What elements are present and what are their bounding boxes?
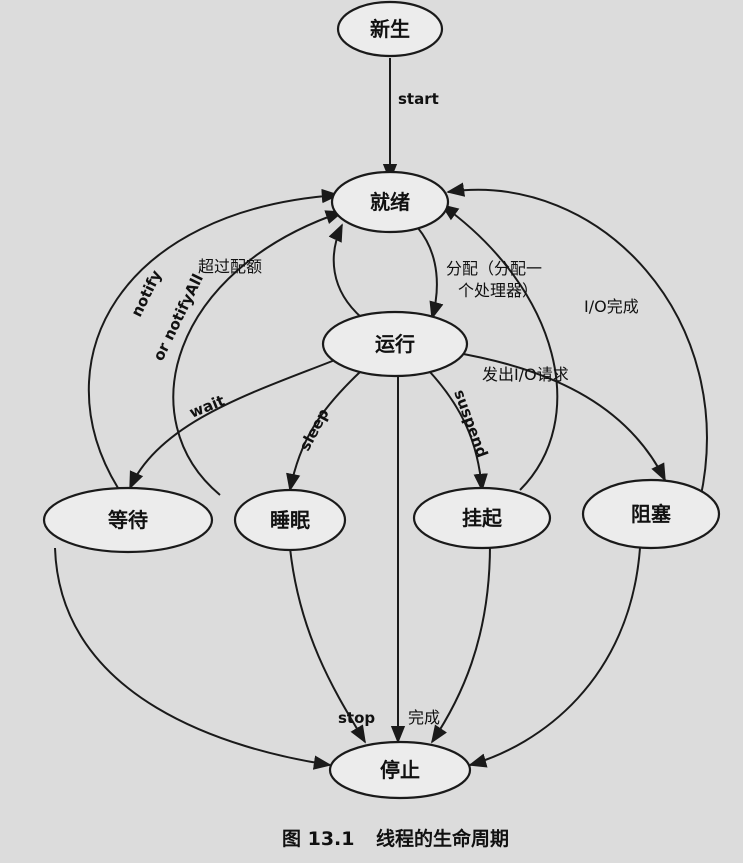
node-suspended-label: 挂起 — [462, 506, 503, 530]
node-running: 运行 — [321, 310, 469, 378]
edge-blocked-to-ready — [446, 182, 708, 501]
figure-number: 图 13.1 — [282, 828, 355, 850]
edge-waiting-to-stopped — [54, 547, 332, 770]
node-ready-label: 就绪 — [370, 190, 410, 214]
edge-running-to-sleeping — [286, 371, 361, 492]
label-exceed-quota: 超过配额 — [198, 257, 262, 276]
edge-sleeping-to-stopped — [289, 547, 366, 744]
node-suspended: 挂起 — [412, 486, 552, 550]
edge-suspended-to-ready — [440, 203, 559, 491]
node-ready: 就绪 — [330, 170, 450, 234]
edge-running-to-ready — [328, 223, 363, 319]
label-stop: stop — [338, 709, 375, 727]
node-blocked: 阻塞 — [581, 478, 721, 550]
edge-running-to-suspended — [429, 371, 488, 492]
label-finish: 完成 — [408, 708, 440, 727]
label-wait: wait — [187, 391, 227, 421]
label-allocate-1: 分配（分配一 — [446, 259, 542, 278]
edge-waiting-to-ready — [87, 188, 340, 489]
label-io-done: I/O完成 — [584, 297, 639, 316]
node-new: 新生 — [336, 0, 444, 58]
node-waiting: 等待 — [42, 486, 214, 554]
edge-suspended-to-stopped — [431, 544, 491, 744]
label-start: start — [398, 90, 439, 108]
label-suspend: suspend — [450, 387, 491, 460]
node-waiting-label: 等待 — [108, 508, 148, 532]
node-sleeping-label: 睡眠 — [270, 508, 310, 532]
node-new-label: 新生 — [370, 17, 410, 41]
label-sleep: sleep — [296, 405, 333, 454]
figure-title: 线程的生命周期 — [376, 827, 509, 850]
node-stopped: 停止 — [328, 740, 472, 800]
edge-running-to-blocked — [451, 351, 666, 482]
label-allocate-2: 个处理器） — [458, 281, 538, 300]
edge-ready-to-running — [417, 227, 444, 320]
edge-running-to-waiting — [129, 357, 341, 490]
label-io-request: 发出I/O请求 — [482, 365, 569, 384]
node-running-label: 运行 — [375, 332, 415, 356]
label-notify: notify — [127, 267, 165, 320]
node-stopped-label: 停止 — [380, 758, 420, 782]
edge-sleeping-to-ready — [172, 210, 344, 496]
node-blocked-label: 阻塞 — [631, 502, 672, 526]
edge-blocked-to-stopped — [468, 547, 641, 768]
node-sleeping: 睡眠 — [233, 488, 347, 552]
